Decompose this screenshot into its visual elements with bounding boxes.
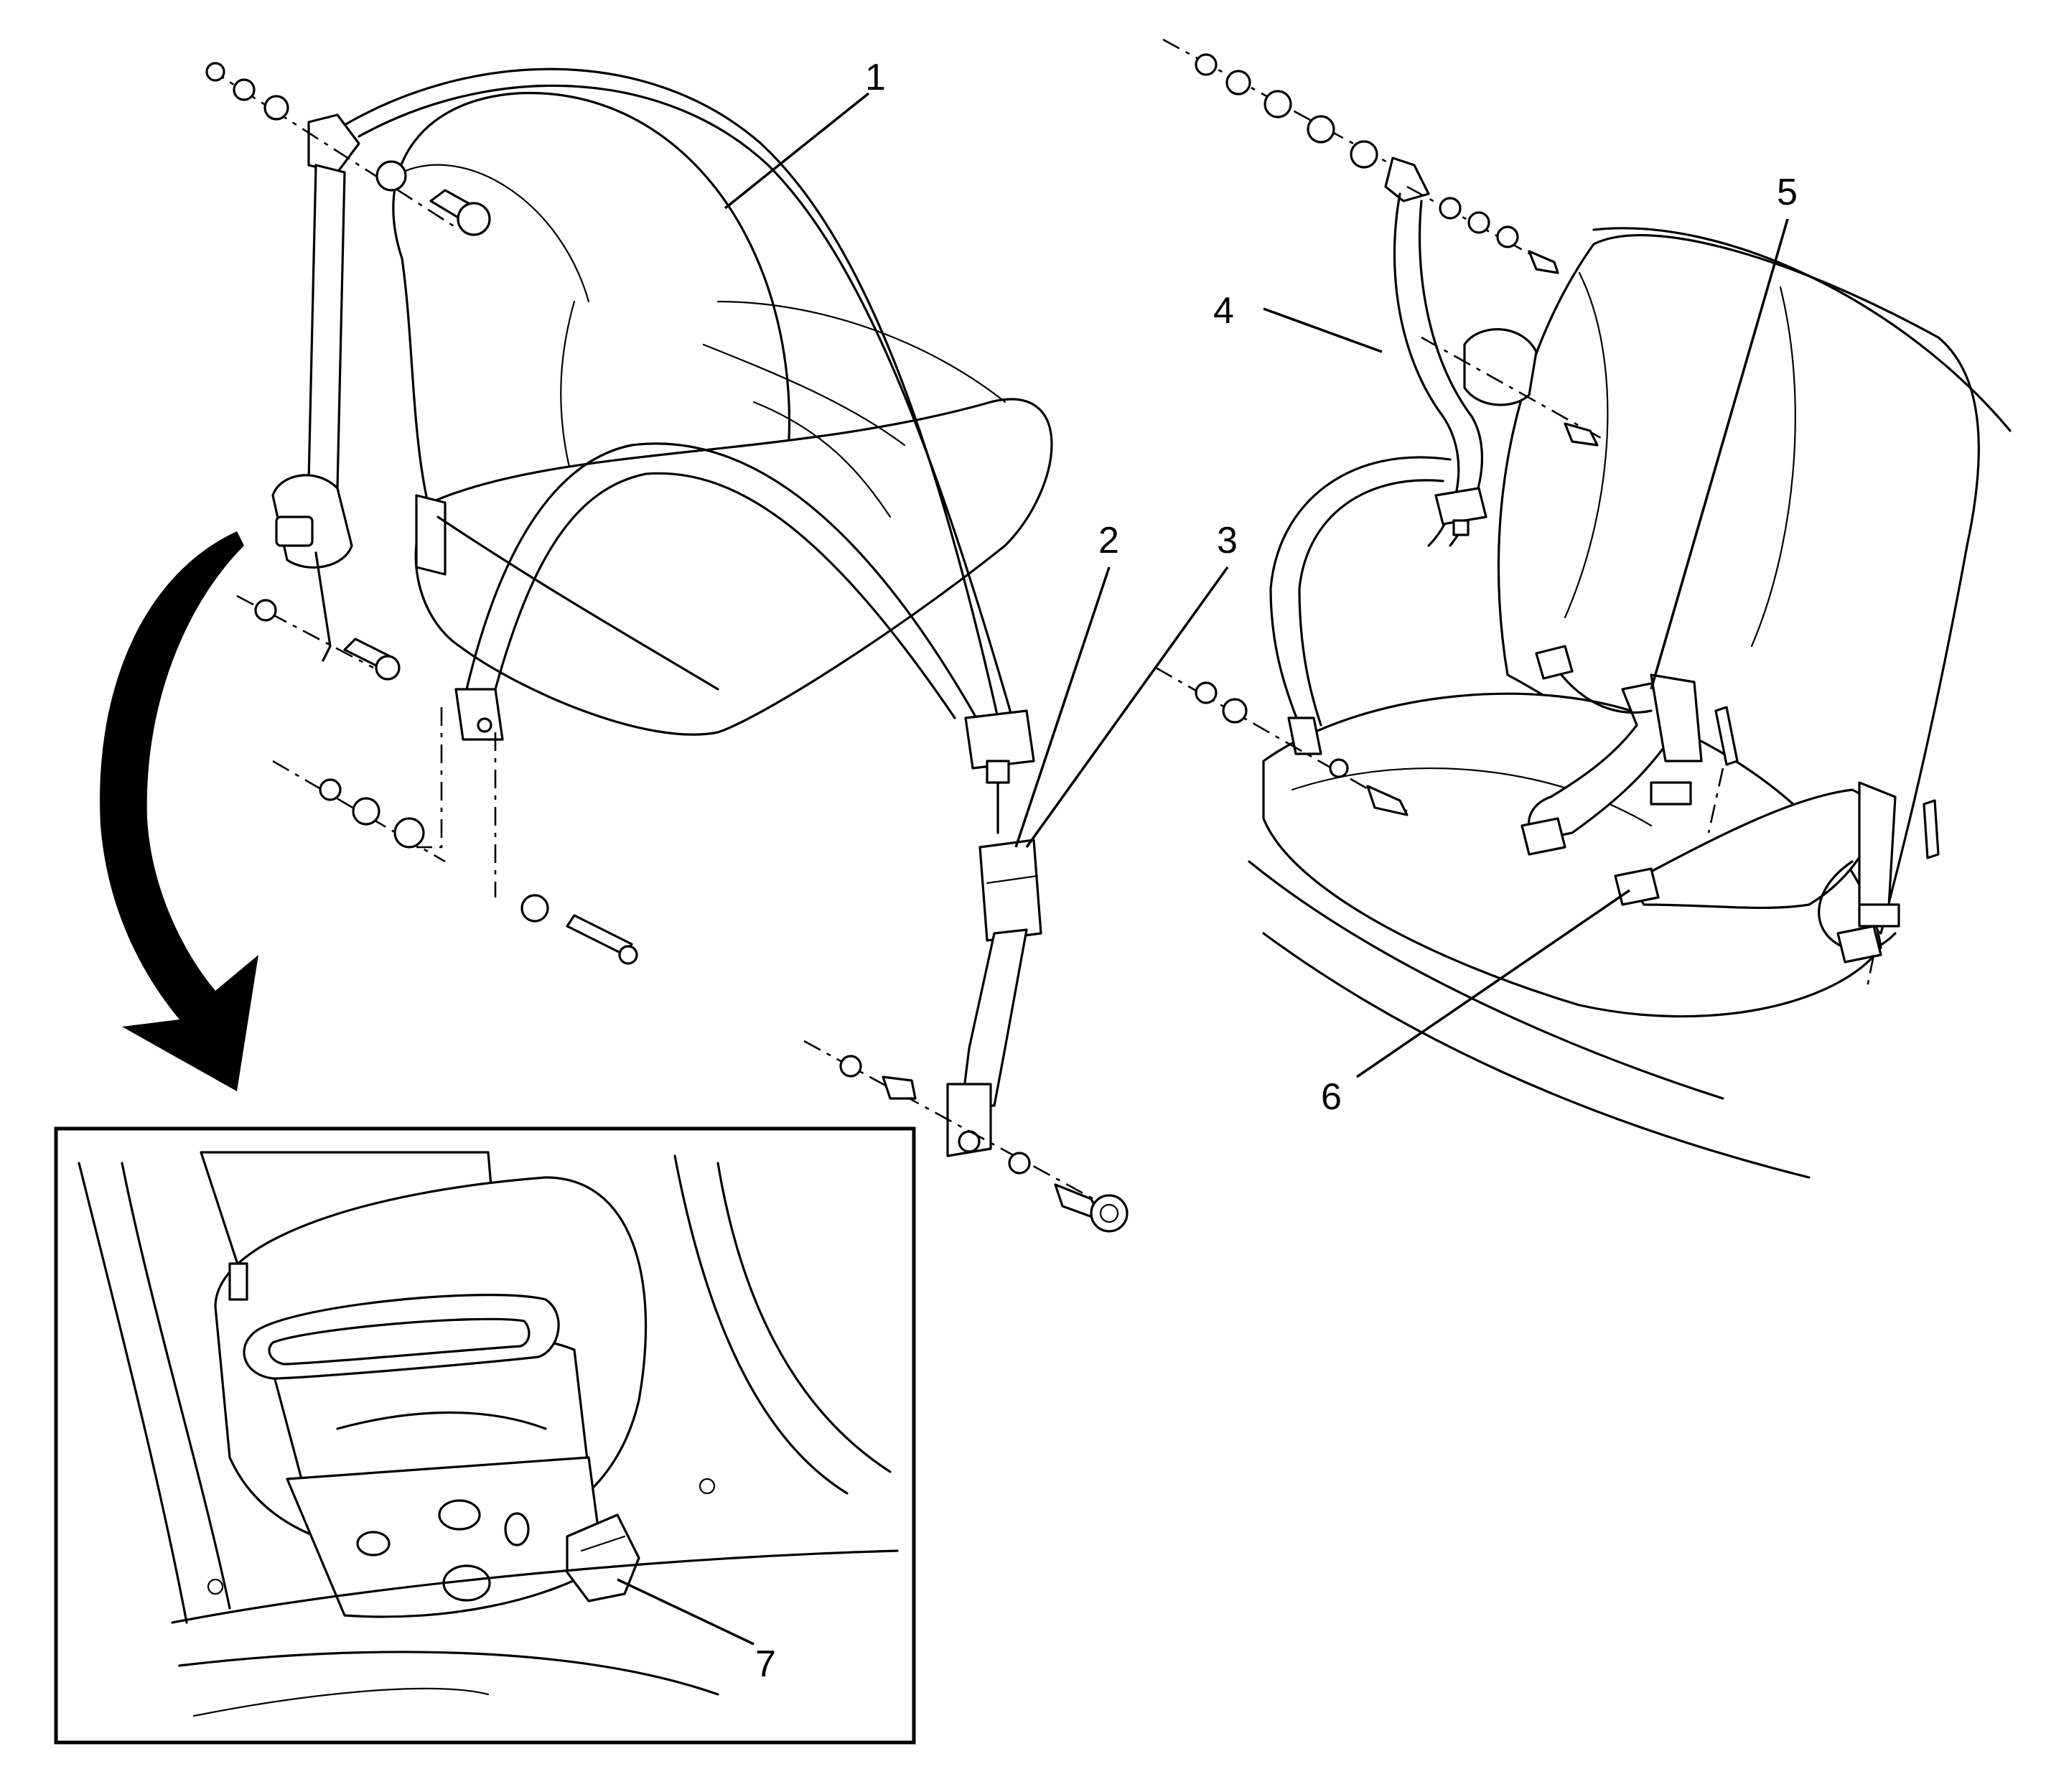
left-seat-assembly <box>205 62 1129 1233</box>
left-lap-belt <box>465 442 978 719</box>
detail-arrow <box>100 531 258 1091</box>
callout-3: 3 <box>1217 520 1238 561</box>
left-buckle-strap <box>961 928 1028 1107</box>
right-retractor <box>1463 328 1538 406</box>
callout-4: 4 <box>1213 290 1234 332</box>
callout-7: 7 <box>755 1643 776 1685</box>
right-seat-assembly <box>1155 38 2012 1179</box>
right-seat-cushion <box>1262 692 1882 1018</box>
detail-inset <box>54 1126 916 1745</box>
left-latch-plate <box>964 709 1035 770</box>
left-buckle <box>978 839 1042 942</box>
callouts: 1 2 3 4 5 6 7 <box>617 57 1798 1685</box>
left-seat-cushion <box>414 398 1053 736</box>
detail-connector <box>566 1513 640 1602</box>
callout-6: 6 <box>1321 1076 1342 1118</box>
callout-2: 2 <box>1098 520 1119 561</box>
callout-1: 1 <box>865 57 886 98</box>
callout-5: 5 <box>1777 172 1798 213</box>
left-upper-anchor <box>307 113 360 174</box>
right-lap-belt <box>1269 456 1452 727</box>
